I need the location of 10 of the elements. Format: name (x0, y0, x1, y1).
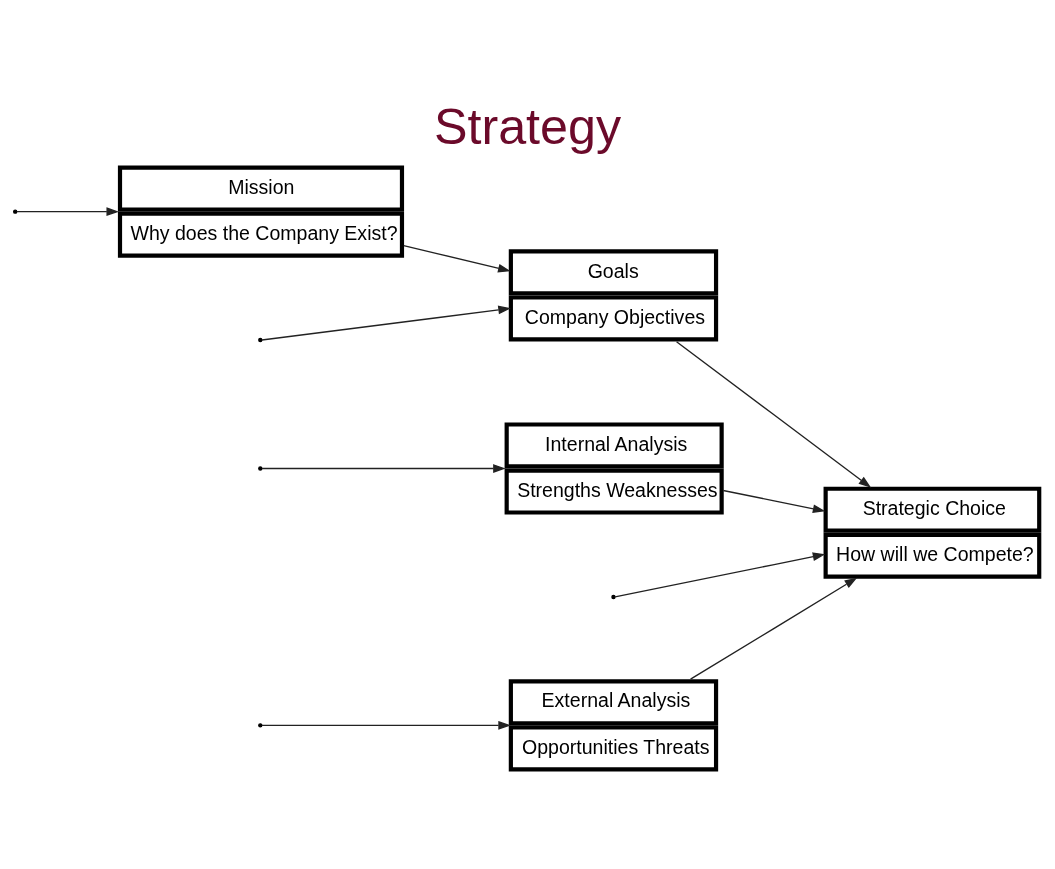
arrow (261, 463, 506, 473)
arrow (675, 340, 872, 488)
arrow (16, 206, 120, 216)
arrow (614, 551, 826, 598)
arrow (722, 489, 826, 513)
arrow (261, 305, 511, 341)
arrow (403, 244, 511, 273)
arrow (261, 720, 511, 730)
diagram-title: Strategy (433, 98, 622, 155)
arrow (689, 577, 858, 680)
